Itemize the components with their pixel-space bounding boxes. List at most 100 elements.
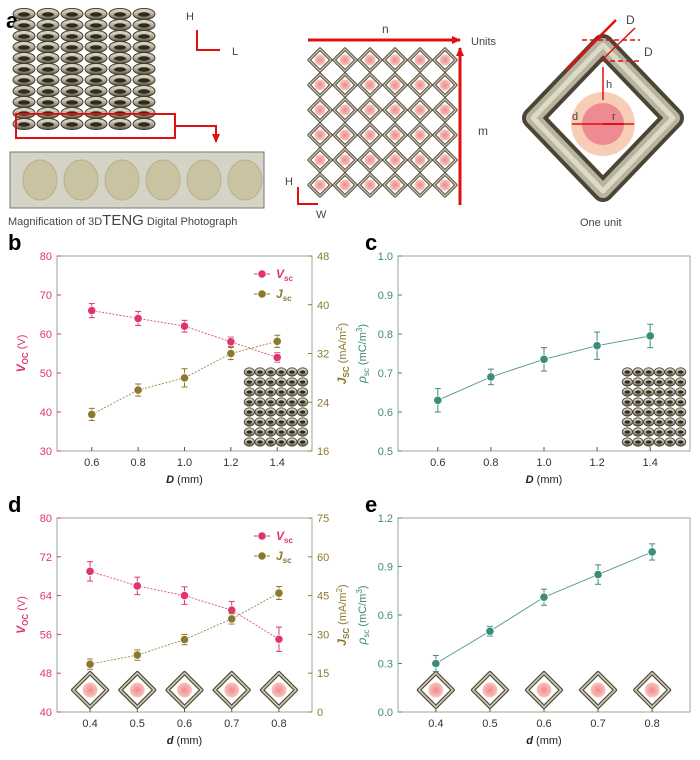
lattice-unit-core <box>364 179 376 191</box>
inset-ring-hole <box>624 430 631 434</box>
y-tick-label-right: 75 <box>317 513 329 525</box>
inset-ring-hole <box>656 380 663 384</box>
inset-unit-core <box>590 682 606 698</box>
inset-ring-hole <box>299 380 306 384</box>
ring-hole <box>114 78 126 83</box>
inset-ring-hole <box>246 390 253 394</box>
inset-ring-hole <box>645 390 652 394</box>
ring-hole <box>138 34 150 39</box>
lattice-unit-core <box>314 104 326 116</box>
legend-marker <box>257 551 267 561</box>
x-tick-label: 0.7 <box>224 718 239 730</box>
magnified-hole <box>186 159 222 201</box>
panel-letter-d: d <box>8 492 21 517</box>
inset-ring-hole <box>257 400 263 404</box>
lattice-unit-core <box>414 179 426 191</box>
stack-inset <box>243 367 309 447</box>
y-tick-label-left: 80 <box>40 251 52 263</box>
ring-hole <box>42 67 54 72</box>
y-tick-label-left: 0.9 <box>378 562 393 574</box>
y-tick-label-right: 30 <box>317 629 329 641</box>
inset-ring-hole <box>299 420 306 424</box>
inset-ring-hole <box>645 420 652 424</box>
inset-ring-hole <box>667 400 673 404</box>
inset-ring-hole <box>267 390 274 394</box>
ring-hole <box>114 45 126 50</box>
y-tick-label-left: 70 <box>40 290 52 302</box>
series-jsc <box>85 586 284 670</box>
inset-ring-hole <box>667 430 673 434</box>
ring-hole <box>18 122 30 127</box>
ring-hole <box>114 12 126 17</box>
inset-ring-hole <box>624 380 631 384</box>
inset-ring-hole <box>677 370 684 374</box>
lattice-unit-core <box>414 79 426 91</box>
inset-ring-hole <box>246 380 253 384</box>
x-axis-label: d (mm) <box>526 735 561 747</box>
inset-ring-hole <box>645 400 652 404</box>
y-tick-label-left: 0.9 <box>378 290 393 302</box>
lattice-unit-core <box>339 104 351 116</box>
data-point <box>539 354 549 364</box>
legend-marker <box>257 289 267 299</box>
inset-ring-hole <box>299 440 306 444</box>
lattice-unit-highlight <box>333 123 357 147</box>
ring-hole <box>42 78 54 83</box>
inset-ring-hole <box>246 370 253 374</box>
x-tick-label: 1.0 <box>536 457 551 469</box>
inset-ring-hole <box>267 400 274 404</box>
ring-hole <box>138 89 150 94</box>
inset-ring-hole <box>257 380 263 384</box>
x-tick-label: 0.8 <box>644 718 659 730</box>
inset-ring-hole <box>267 440 274 444</box>
inset-ring-hole <box>278 390 285 394</box>
ring-hole <box>114 122 126 127</box>
ring-hole <box>18 12 30 17</box>
lattice-unit-core <box>414 154 426 166</box>
ring-hole <box>66 89 78 94</box>
lattice-unit-core <box>414 104 426 116</box>
ring-hole <box>138 100 150 105</box>
lattice-unit-core <box>339 179 351 191</box>
inset-unit-core <box>271 682 287 698</box>
series-rho <box>433 323 655 413</box>
x-tick-label: 1.2 <box>589 457 604 469</box>
y-tick-label-left: 50 <box>40 368 52 380</box>
lattice-unit-core <box>414 54 426 66</box>
lattice-unit-core <box>339 154 351 166</box>
lattice-unit-core <box>439 79 451 91</box>
inset-ring-hole <box>656 430 663 434</box>
ring-hole <box>90 78 102 83</box>
inset-ring-hole <box>267 370 274 374</box>
y-tick-label-left: 40 <box>40 407 52 419</box>
inset-unit-core <box>644 682 660 698</box>
x-tick-label: 0.4 <box>82 718 97 730</box>
svg-text:m: m <box>478 124 488 138</box>
y-tick-label-right: 15 <box>317 668 329 680</box>
data-point <box>274 588 284 598</box>
series-jsc <box>87 334 282 422</box>
x-tick-label: 1.0 <box>177 457 192 469</box>
lattice-unit-highlight <box>408 173 432 197</box>
ring-hole <box>42 100 54 105</box>
y-axis-label-right: JSC (mA/m2) <box>335 323 351 384</box>
ring-hole <box>66 34 78 39</box>
lattice-unit-highlight <box>433 98 457 122</box>
svg-text:D: D <box>626 13 635 27</box>
y-tick-label-right: 32 <box>317 349 329 361</box>
lattice-unit-highlight <box>433 73 457 97</box>
inset-ring-hole <box>624 370 631 374</box>
ring-hole <box>114 34 126 39</box>
x-tick-label: 1.4 <box>643 457 658 469</box>
series-rho <box>431 543 657 673</box>
y-tick-label-left: 64 <box>40 591 52 603</box>
lattice-unit-highlight <box>308 123 332 147</box>
lattice-unit-core <box>389 79 401 91</box>
hl-axis: H L <box>186 11 238 58</box>
svg-text:H: H <box>285 176 293 188</box>
ring-hole <box>18 45 30 50</box>
